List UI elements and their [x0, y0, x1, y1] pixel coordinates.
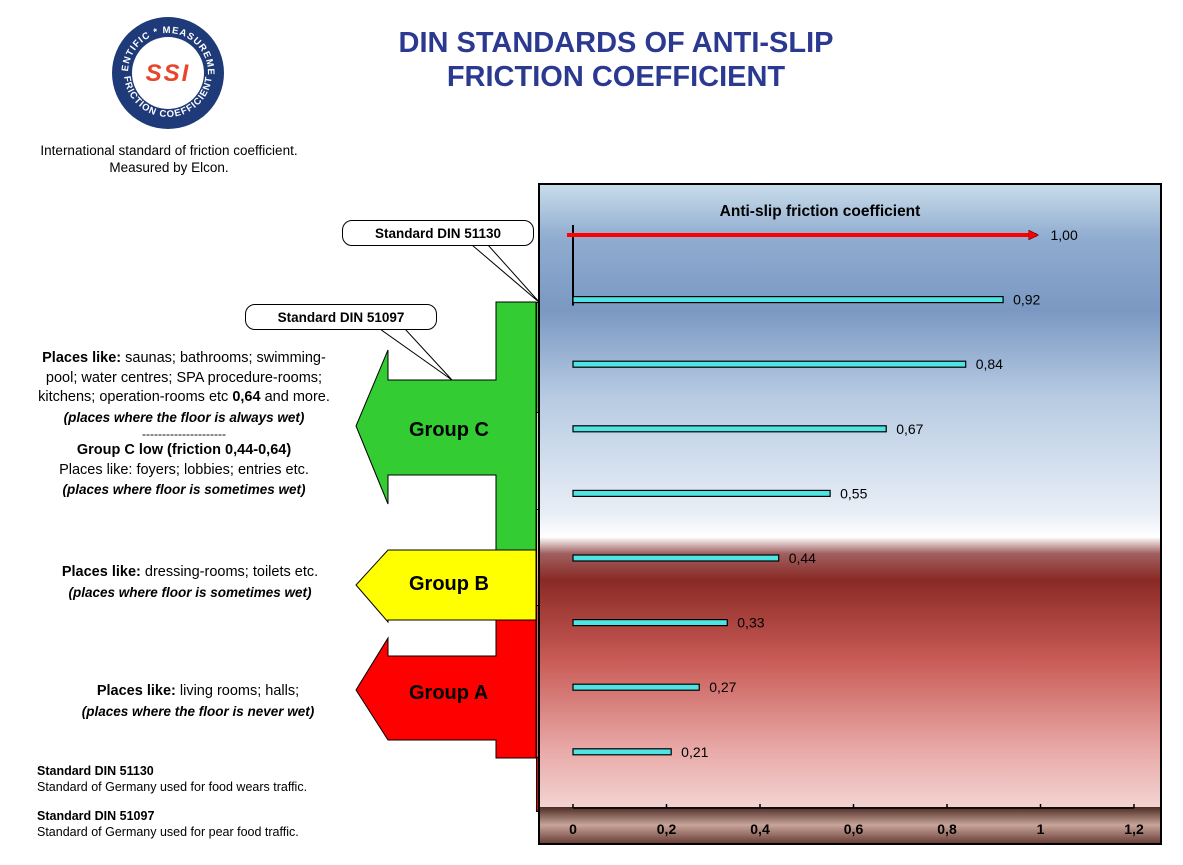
intro-line-1: International standard of friction coeff…: [40, 143, 298, 158]
footer-din-51130-title: Standard DIN 51130: [37, 764, 154, 778]
bar-6: [572, 554, 780, 562]
footer-din-51097-text: Standard of Germany used for pear food t…: [37, 825, 299, 839]
footer-din-51097-title: Standard DIN 51097: [37, 809, 155, 823]
bar-label-5: 0,55: [840, 485, 867, 501]
bar-2: [572, 295, 1004, 304]
bar-7: [572, 619, 728, 627]
group-c-separator: ---------------------: [142, 427, 226, 441]
bar-9: [572, 748, 672, 756]
x-tick-label-2: 0,4: [750, 821, 770, 837]
group-b-places: Places like: dressing-rooms; toilets etc…: [20, 563, 360, 583]
chart-title: Anti-slip friction coefficient: [720, 203, 921, 220]
group-c-value-tail: and more.: [264, 389, 330, 405]
group-c-low-title: Group C low (friction 0,44-0,64): [76, 442, 292, 458]
bar-label-9: 0,21: [681, 744, 708, 760]
bar-5: [572, 489, 831, 497]
x-tick-label-3: 0,6: [844, 821, 864, 837]
intro-line-2: Measured by Elcon.: [109, 160, 229, 175]
group-c-places: Places like: saunas; bathrooms; swimming…: [34, 349, 334, 408]
callout-din-51130: Standard DIN 51130: [342, 220, 534, 246]
group-a-note: (places where the floor is never wet): [81, 703, 315, 719]
bar-4: [572, 425, 887, 433]
group-b-label: Group B: [409, 573, 489, 595]
bar-label-2: 0,92: [1013, 292, 1040, 308]
group-a-places-bold: Places like:: [96, 683, 176, 699]
group-c-description: Places like: saunas; bathrooms; swimming…: [34, 349, 334, 500]
svg-text:SSI: SSI: [146, 60, 191, 87]
group-b-places-text: dressing-rooms; toilets etc.: [144, 564, 319, 580]
friction-chart: Anti-slip friction coefficient 1,00 0,92 0…: [538, 183, 1162, 845]
group-b-places-bold: Places like:: [61, 564, 141, 580]
group-c-low-text: Places like: foyers; lobbies; entries et…: [59, 461, 309, 478]
bar-label-7: 0,33: [737, 615, 764, 631]
footer-din-51097: Standard DIN 51097 Standard of Germany u…: [37, 809, 299, 839]
group-a-places-text: living rooms; halls;: [179, 683, 300, 699]
group-c-places-text: saunas; bathrooms; swimming-pool; water …: [38, 350, 326, 405]
group-a-places: Places like: living rooms; halls;: [38, 682, 358, 702]
bar-3: [572, 360, 967, 368]
x-tick-label-5: 1: [1037, 821, 1045, 837]
group-a-label: Group A: [409, 682, 489, 704]
title-line-1: DIN STANDARDS OF ANTI-SLIP: [398, 27, 834, 59]
bar-label-1: 1,00: [1051, 227, 1078, 243]
x-tick-label-4: 0,8: [937, 821, 957, 837]
bar-label-3: 0,84: [976, 356, 1003, 372]
x-tick-label-1: 0,2: [657, 821, 677, 837]
bar-8: [572, 683, 700, 691]
bar-label-4: 0,67: [896, 421, 923, 437]
x-tick-label-6: 1,2: [1124, 821, 1144, 837]
footer-din-51130: Standard DIN 51130 Standard of Germany u…: [37, 764, 307, 794]
group-c-low-note: (places where floor is sometimes wet): [62, 482, 306, 497]
title-line-2: FRICTION COEFFICIENT: [446, 61, 786, 93]
group-c-places-bold: Places like:: [42, 350, 122, 366]
x-tick-label-0: 0: [569, 821, 577, 837]
bar-label-6: 0,44: [789, 550, 816, 566]
bar-label-8: 0,27: [709, 679, 736, 695]
ssi-logo: SCIENTIFIC * MEASUREMENT FRICTION COEFFI…: [110, 15, 224, 129]
group-a-description: Places like: living rooms; halls; (place…: [38, 682, 358, 721]
group-b-description: Places like: dressing-rooms; toilets etc…: [20, 563, 360, 602]
callout-din-51097: Standard DIN 51097: [245, 304, 437, 330]
group-c-note: (places where the floor is always wet): [63, 409, 305, 425]
page-title: DIN STANDARDS OF ANTI-SLIP FRICTION COEF…: [300, 26, 932, 94]
friction-chart-svg: Anti-slip friction coefficient 1,00 0,92 0…: [540, 185, 1160, 843]
group-b-note: (places where floor is sometimes wet): [68, 584, 312, 600]
group-c-label: Group C: [409, 419, 489, 441]
footer-din-51130-text: Standard of Germany used for food wears …: [37, 780, 308, 794]
group-c-value: 0,64: [232, 389, 261, 405]
